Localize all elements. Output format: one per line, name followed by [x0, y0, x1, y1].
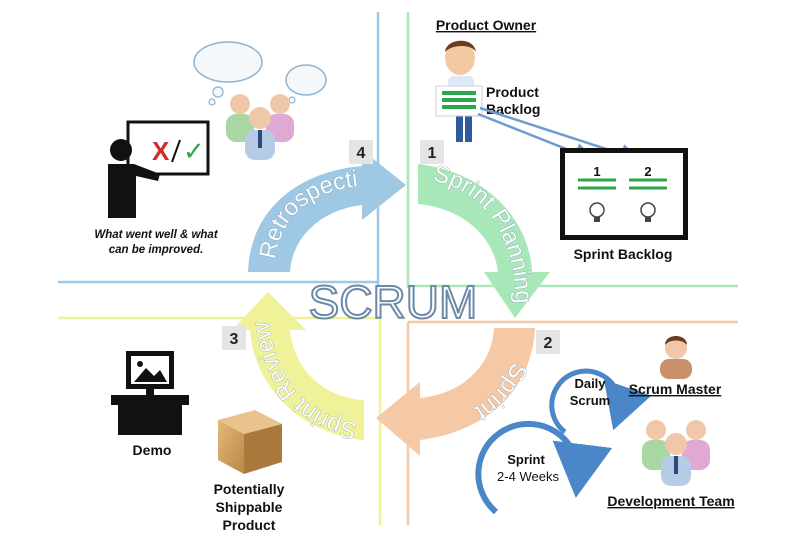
scrum-title: SCRUM	[309, 276, 478, 328]
step-number-3: 3	[222, 326, 246, 350]
product-label-2: Shippable	[216, 499, 283, 515]
scrum-master-label: Scrum Master	[629, 381, 722, 397]
daily-scrum-label-2: Scrum	[570, 393, 610, 408]
presenter-board-icon: X ✓	[108, 120, 210, 218]
svg-text:✓: ✓	[183, 137, 205, 167]
svg-text:1: 1	[428, 145, 437, 162]
retrospective-arrow	[248, 150, 406, 272]
step-number-2: 2	[536, 330, 560, 354]
svg-text:2: 2	[544, 335, 553, 352]
product-backlog-label-2: Backlog	[486, 101, 540, 117]
team-people-icon	[226, 94, 294, 160]
lightbulb-icon	[640, 202, 656, 222]
sprint-arrow	[376, 328, 535, 456]
svg-text:1: 1	[593, 164, 600, 179]
thought-cloud-icon	[193, 41, 327, 106]
retro-caption-2: can be improved.	[109, 244, 204, 256]
demo-label: Demo	[133, 442, 172, 458]
product-box-icon	[218, 410, 282, 474]
svg-text:X: X	[152, 136, 170, 166]
retro-caption-1: What went well & what	[94, 229, 218, 241]
sprint-review-arrow	[232, 292, 364, 440]
step-number-1: 1	[420, 140, 444, 164]
product-owner-icon	[435, 40, 483, 142]
daily-scrum-cycle-icon	[549, 368, 652, 434]
sprint-backlog-board: 1 2	[560, 148, 688, 240]
daily-scrum-label-1: Daily	[574, 376, 606, 391]
lightbulb-icon	[589, 202, 605, 222]
sprint-planning-arrow	[418, 164, 550, 318]
product-owner-label: Product Owner	[436, 17, 537, 33]
product-label-1: Potentially	[214, 481, 285, 497]
sprint-cycle-icon	[475, 420, 613, 515]
product-label-3: Product	[223, 517, 276, 533]
step-number-4: 4	[349, 140, 373, 164]
sprint-cycle-label-1: Sprint	[507, 452, 545, 467]
demo-monitor-icon	[111, 351, 189, 435]
product-backlog-label-1: Product	[486, 84, 539, 100]
scrum-master-icon	[660, 336, 692, 379]
development-team-icon	[642, 420, 710, 486]
sprint-cycle-label-2: 2-4 Weeks	[497, 469, 559, 484]
svg-text:3: 3	[230, 331, 239, 348]
svg-text:2: 2	[644, 164, 651, 179]
quadrant-lines	[58, 12, 738, 525]
development-team-label: Development Team	[607, 493, 734, 509]
sprint-backlog-label: Sprint Backlog	[574, 246, 673, 262]
svg-text:4: 4	[357, 145, 366, 162]
